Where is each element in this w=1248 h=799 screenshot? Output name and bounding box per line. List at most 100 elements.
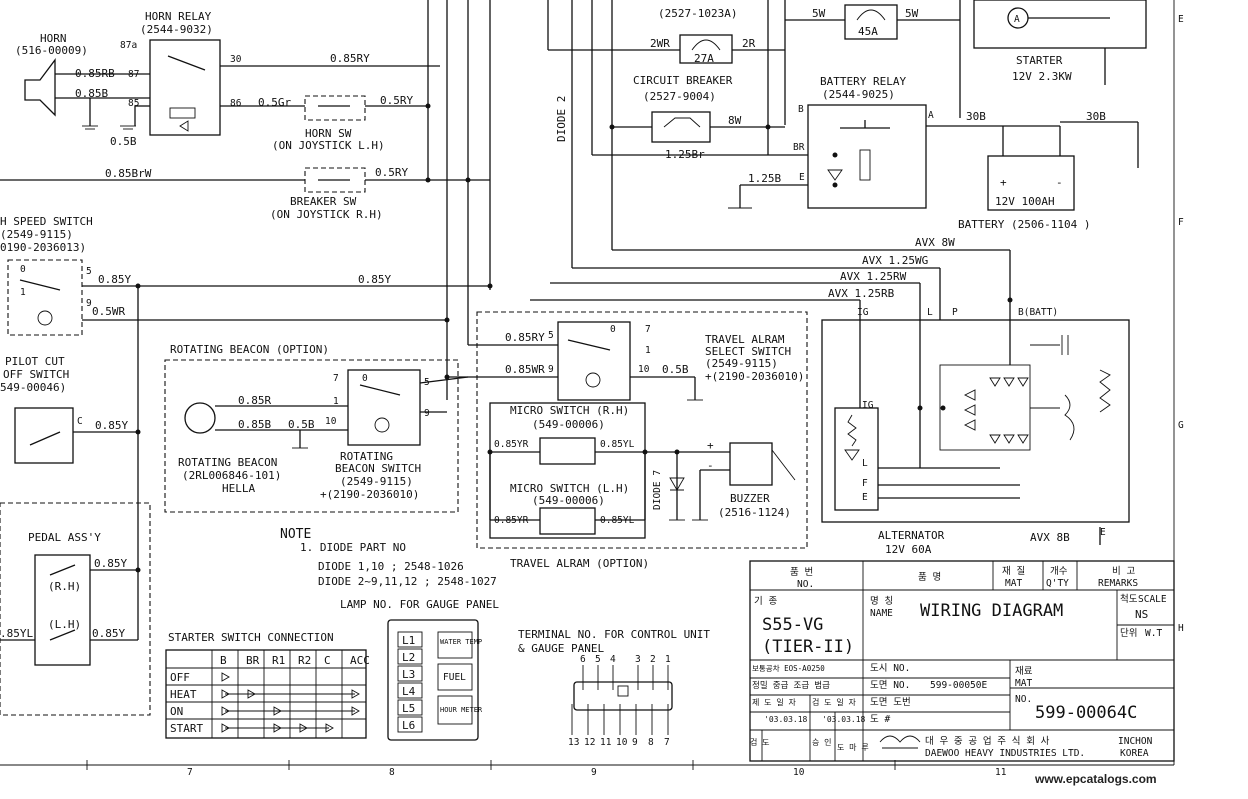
- note-line-3: DIODE 2~9,11,12 ; 2548-1027: [318, 575, 497, 588]
- alternator: IG L P B(BATT) IG L F E E ALTERNATOR 12V…: [821, 307, 1130, 556]
- tb-chk-k: 검 도: [750, 737, 770, 747]
- horn-relay-part: (2544-9032): [140, 23, 213, 36]
- grid-col-9: 9: [591, 767, 597, 778]
- alt-l-inner: L: [862, 458, 868, 469]
- diode-2-label: DIODE 2: [555, 96, 568, 142]
- alternator-rating: 12V 60A: [885, 543, 932, 556]
- horn-relay: HORN RELAY (2544-9032) 87a 87 85 86 30 0…: [110, 10, 440, 148]
- travel-term-1: 1: [645, 345, 651, 356]
- terminal-bottom-11: 11: [600, 737, 612, 748]
- tb-date-1: '03.03.18: [764, 715, 808, 724]
- grid-row-f: F: [1178, 217, 1184, 228]
- beacon-term-9: 9: [424, 408, 430, 419]
- speed-sw-label: H SPEED SWITCH: [0, 215, 93, 228]
- travel-wire-2: 0.85WR: [505, 363, 545, 376]
- bat-relay-part: (2544-9025): [822, 88, 895, 101]
- lamp-box: [397, 699, 423, 716]
- note-line-1: 1. DIODE PART NO: [300, 541, 406, 554]
- ms-rh-part: (549-00006): [532, 418, 605, 431]
- tb-rem-k: 비 고: [1112, 566, 1135, 577]
- tb-date-2: '03.03.18: [822, 715, 866, 724]
- tb-date-k2: 검 도 일 자: [812, 697, 857, 707]
- fusible-part: (2527-1023A): [658, 7, 737, 20]
- travel-term-5: 5: [548, 330, 554, 341]
- tb-unit-k: 단위: [1120, 627, 1137, 639]
- bat-relay-label: BATTERY RELAY: [820, 75, 906, 88]
- alt-ig: IG: [857, 307, 869, 318]
- speed-main-wire: 0.85Y: [358, 273, 391, 286]
- battery-relay: BATTERY RELAY (2544-9025) B BR E A 1.25B: [728, 75, 1060, 209]
- relay-gnd-wire: 0.5B: [110, 135, 137, 148]
- tb-rem: REMARKS: [1098, 578, 1138, 589]
- horn-switch: HORN SW (ON JOYSTICK L.H) 0.5RY: [272, 94, 428, 152]
- starter-label: STARTER: [1016, 54, 1063, 67]
- terminal-bottom-8: 8: [648, 737, 654, 748]
- travel-wire-3: 0.5B: [662, 363, 689, 376]
- lamp-box: [397, 631, 423, 648]
- pilot-cut-switch: PILOT CUT OFF SWITCH 549-00046) C 0.85Y: [0, 355, 141, 464]
- st-connection-mark: [273, 723, 282, 733]
- travel-box-title: TRAVEL ALRAM (OPTION): [510, 557, 649, 570]
- pedal-assy: PEDAL ASS'Y (R.H) (L.H) 0.85Y 0.85Y .85Y…: [0, 500, 151, 716]
- horn-wire-1: 0.85RB: [75, 67, 115, 80]
- speed-sw-wire-1: 0.85Y: [98, 273, 131, 286]
- fuse-45a: 5W 5W 45A: [784, 0, 961, 125]
- tb-draw-no: 599-00050E: [930, 680, 987, 691]
- tb-mat: MAT: [1005, 578, 1022, 589]
- avx-wires: AVX 8W AVX 1.25WG AVX 1.25RW AVX 1.25RB …: [530, 0, 1070, 544]
- travel-term-10: 10: [638, 364, 650, 375]
- avx-3: AVX 1.25RW: [840, 270, 907, 283]
- circuit-breaker: CIRCUIT BREAKER (2527-9004) 8W 1.25Br: [591, 0, 808, 250]
- ms-wire-2: 0.85YL: [600, 439, 635, 450]
- tb-unit-v: W.T: [1145, 628, 1162, 639]
- tb-rev-k: 도 #: [870, 714, 890, 725]
- tb-scale-k: 척도: [1120, 594, 1138, 605]
- st-connection-mark: [351, 706, 360, 716]
- beacon-maker: HELLA: [222, 482, 255, 495]
- relay-pin-86: 86: [230, 98, 242, 109]
- st-row-heat: HEAT: [170, 688, 197, 701]
- fuse45-r: 5W: [905, 7, 919, 20]
- tb-no-k2: NO.: [1015, 694, 1032, 705]
- fusible-r1: 2WR: [650, 37, 670, 50]
- st-connection-mark: [299, 723, 308, 733]
- beacon-term-10: 10: [325, 416, 337, 427]
- grid-row-g: G: [1178, 420, 1184, 431]
- alt-p: P: [952, 307, 958, 318]
- tb-ref: 보통공차 EOS-A0250: [752, 664, 825, 673]
- beacon-term-0: 0: [362, 373, 368, 384]
- battery-wire-1: 30B: [966, 110, 986, 123]
- tb-sheet-k: 도면 도번: [870, 697, 911, 708]
- st-connection-mark: [351, 689, 360, 699]
- tb-app-k: 승 인: [812, 737, 832, 747]
- st-row-off: OFF: [170, 671, 190, 684]
- avx-2: AVX 1.25WG: [862, 254, 928, 267]
- tb-sign-k: 도 마 루: [837, 743, 869, 752]
- gauge-label-fuel: FUEL: [443, 672, 466, 683]
- starter-table-title: STARTER SWITCH CONNECTION: [168, 631, 334, 644]
- terminal-top-6: 6: [580, 654, 586, 665]
- horn-label: HORN: [40, 32, 67, 45]
- tb-model-k: 기 종: [754, 596, 777, 607]
- tb-city: KOREA: [1120, 748, 1149, 759]
- fusible-r2: 2R: [742, 37, 756, 50]
- bat-relay-gnd: 1.25B: [748, 172, 781, 185]
- lamp-l4: L4: [402, 685, 416, 698]
- pedal-rh: (R.H): [48, 580, 81, 593]
- beacon-wire-3: 0.5B: [288, 418, 315, 431]
- lamp-l2: L2: [402, 651, 415, 664]
- speed-sw-term-0: 0: [20, 264, 26, 275]
- st-connection-mark: [221, 723, 230, 733]
- st-connection-mark: [325, 723, 334, 733]
- beacon-sw-label-2: BEACON SWITCH: [335, 462, 421, 475]
- breaker-sw-note: (ON JOYSTICK R.H): [270, 208, 383, 221]
- beacon-term-5: 5: [424, 377, 430, 388]
- pilot-cut-term: C: [77, 416, 83, 427]
- alt-l: L: [927, 307, 933, 318]
- beacon-sw-part-2: +(2190-2036010): [320, 488, 419, 501]
- beacon-term-1: 1: [333, 396, 339, 407]
- breaker-switch: 0.85BrW 0.5RY BREAKER SW (ON JOYSTICK R.…: [0, 166, 490, 221]
- breaker-sw-wire: 0.5RY: [375, 166, 408, 179]
